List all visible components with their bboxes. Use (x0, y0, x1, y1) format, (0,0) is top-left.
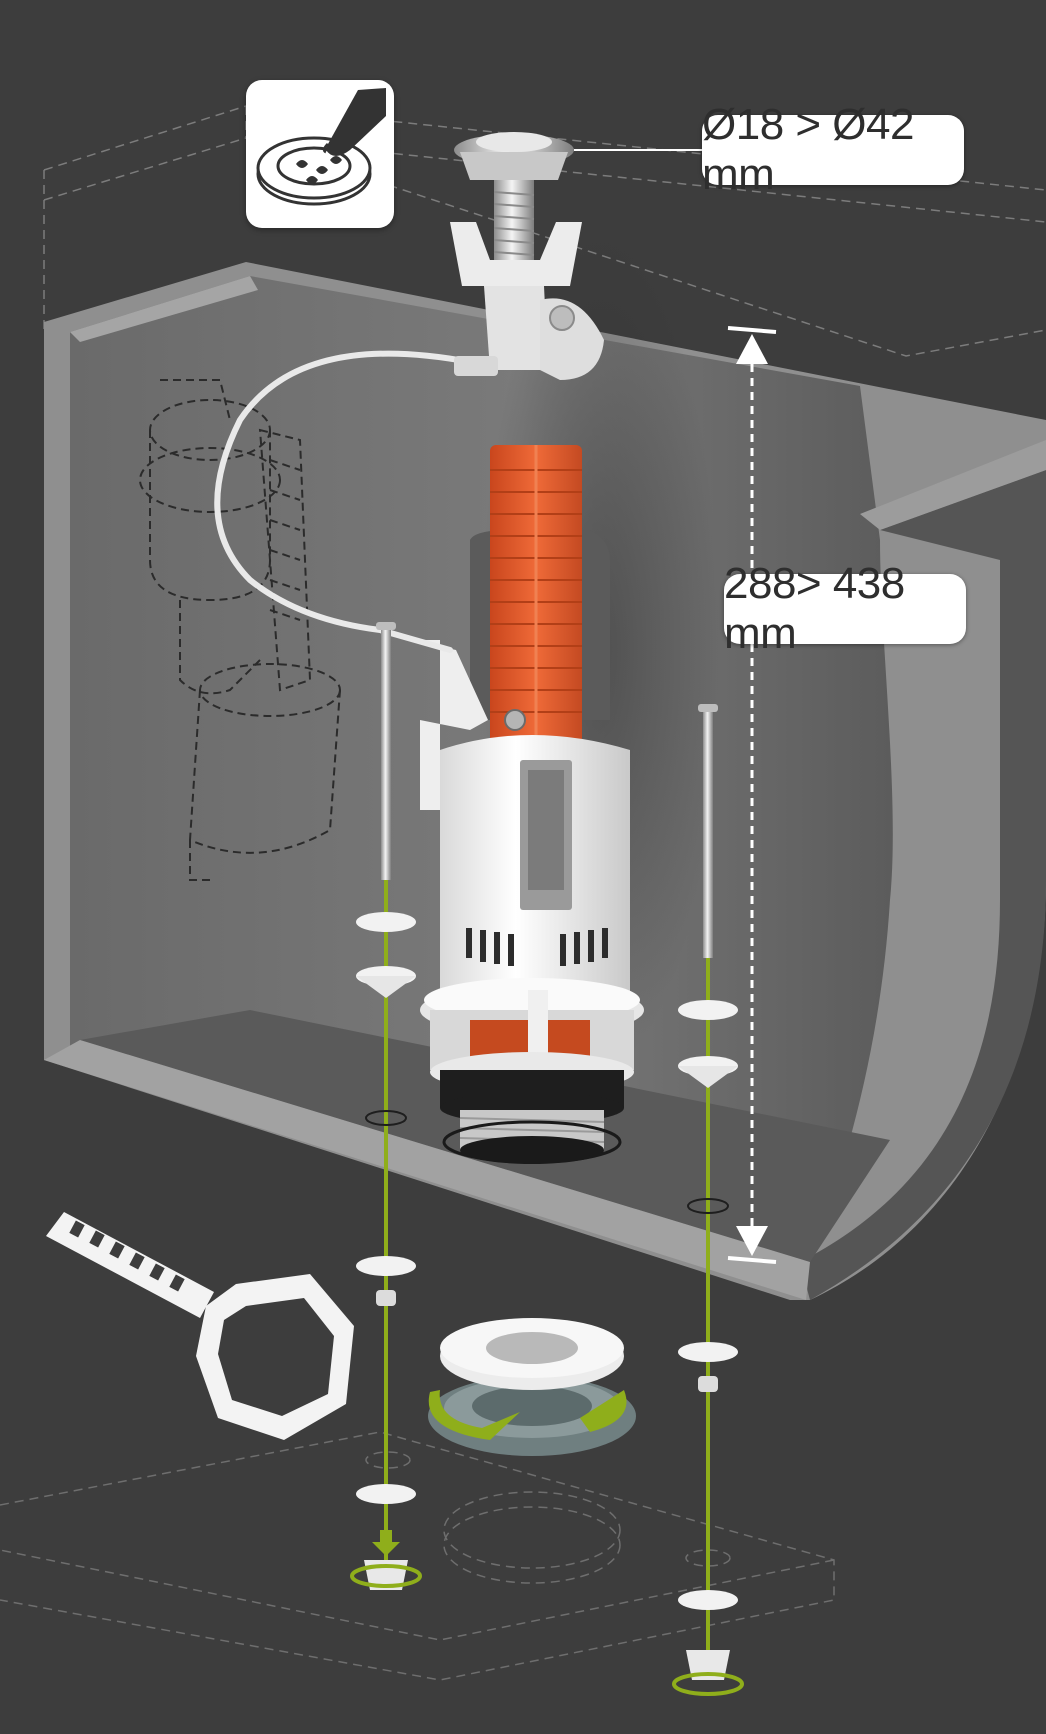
tank-height-label: 288> 438 mm (724, 559, 966, 658)
right-fixing-bolt (672, 704, 744, 1696)
push-button-assembly (450, 132, 604, 380)
spanner-tool (46, 1212, 354, 1440)
valve-locknut (428, 1318, 636, 1456)
hand-pressing-push-button-icon (256, 88, 386, 206)
rotate-arrow-icon-nut (428, 1390, 520, 1440)
flush-valve (410, 445, 644, 1164)
overflow-tube-ridges (490, 445, 582, 745)
left-fixing-bolt (350, 622, 422, 1590)
push-button-icon-card (246, 80, 394, 228)
height-dimension (727, 326, 777, 1264)
button-diameter-label: Ø18 > Ø42 mm (702, 100, 964, 199)
cage-slots (466, 928, 608, 966)
ghost-fill-valve (139, 379, 341, 881)
rotate-arrow-icon (350, 1564, 422, 1588)
rotate-arrow-icon-right (672, 1672, 744, 1696)
release-cable (214, 350, 473, 653)
floor-plate-outline (0, 1431, 835, 1681)
